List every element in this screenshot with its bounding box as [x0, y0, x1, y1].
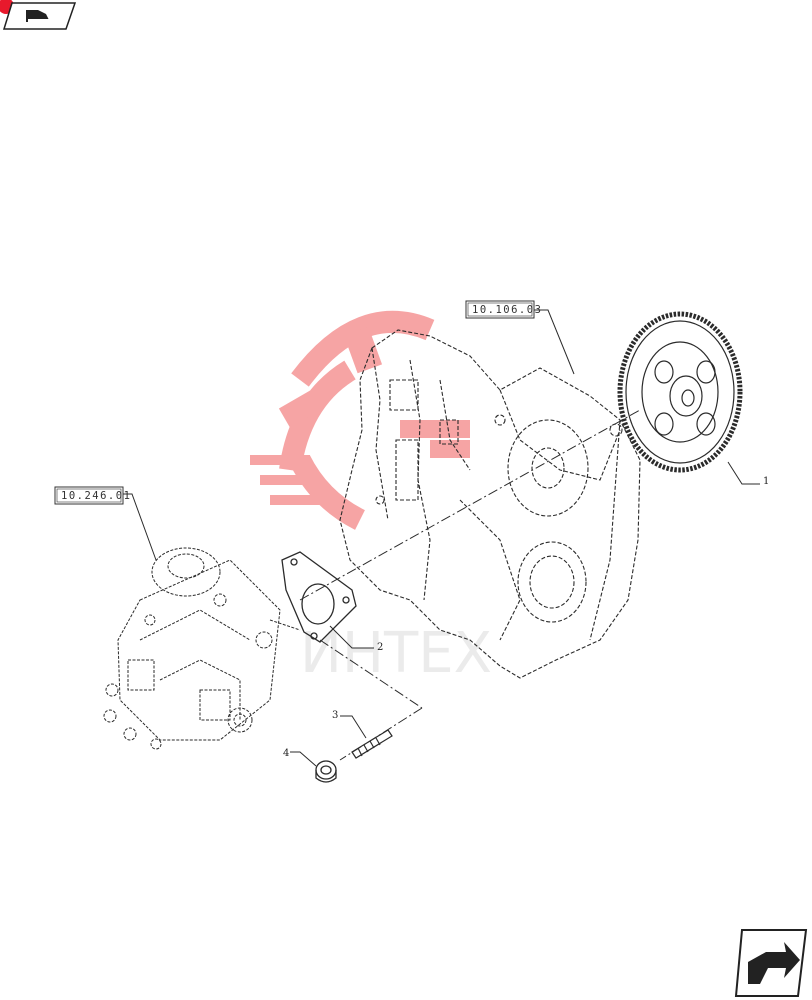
injection-pump — [103, 547, 301, 750]
next-page-arrow-icon[interactable] — [734, 929, 808, 997]
callout-2: 2 — [377, 642, 383, 653]
watermark-text: ИНТЕХ — [300, 621, 492, 686]
alignment-lines — [299, 409, 641, 761]
leader-lines — [120, 309, 760, 767]
ref-label-text: 10.106.03 — [472, 304, 542, 316]
watermark: ИНТЕХ — [250, 310, 492, 686]
gasket-part — [281, 551, 357, 643]
callout-3: 3 — [332, 710, 338, 721]
flag-direction-icon[interactable] — [0, 0, 77, 30]
ref-label-text: 10.246.01 — [61, 490, 131, 502]
gear-part — [617, 311, 743, 473]
ref-label-injection-pump[interactable]: 10.246.01 — [54, 486, 131, 505]
ref-label-engine-housing[interactable]: 10.106.03 — [465, 300, 542, 319]
stud-part — [351, 729, 393, 759]
nut-part — [315, 760, 337, 783]
callout-1: 1 — [763, 476, 769, 487]
callout-4: 4 — [283, 748, 289, 759]
engine-housing — [339, 329, 641, 679]
